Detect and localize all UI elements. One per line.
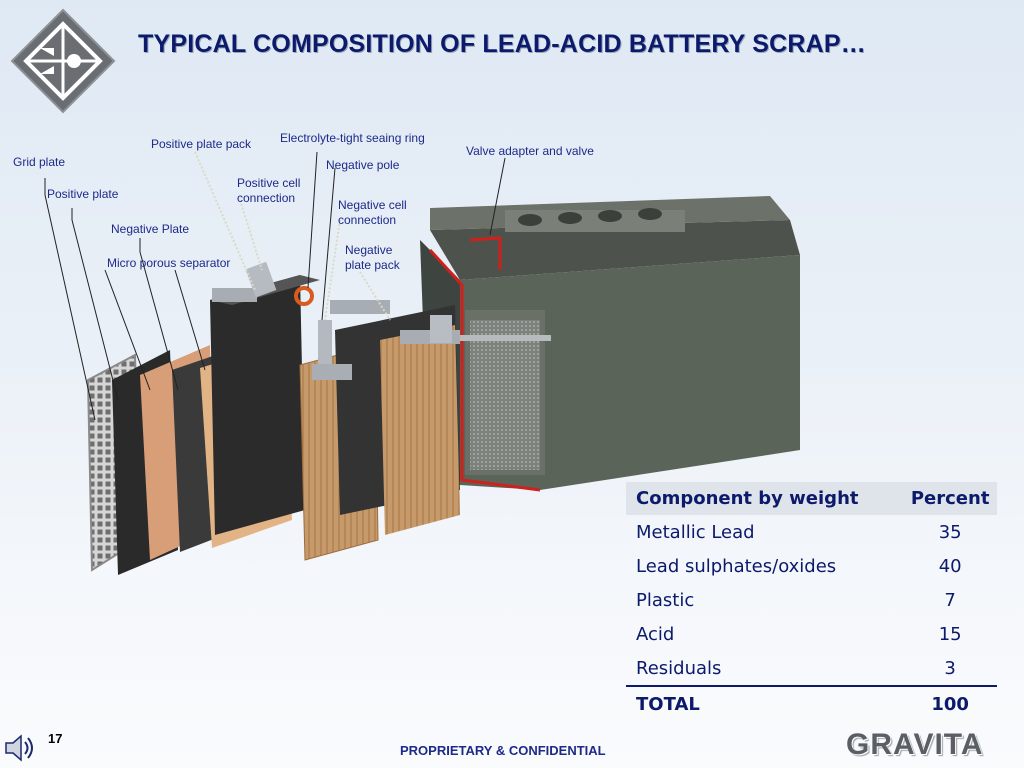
- cell-percent: 7: [944, 589, 956, 611]
- cell-component: Residuals: [636, 657, 722, 679]
- total-value: 100: [903, 685, 997, 721]
- footer-confidential: PROPRIETARY & CONFIDENTIAL: [400, 743, 606, 758]
- label-valve: Valve adapter and valve: [466, 144, 594, 158]
- cell-percent: 15: [938, 623, 962, 645]
- label-negative-plate: Negative Plate: [111, 222, 190, 236]
- table-row: Metallic Lead 35: [626, 515, 997, 549]
- cell-percent: 3: [944, 657, 956, 679]
- label-positive-cell-connection: Positive cell connection: [237, 176, 301, 205]
- cell-percent: 40: [938, 555, 962, 577]
- slide-title: TYPICAL COMPOSITION OF LEAD-ACID BATTERY…: [138, 30, 866, 58]
- cell-component: Plastic: [636, 589, 695, 611]
- speaker-icon[interactable]: [3, 732, 37, 764]
- page-number: 17: [48, 731, 63, 746]
- table-row: Acid 15: [626, 617, 997, 651]
- label-negative-pole: Negative pole: [326, 158, 400, 172]
- cell-component: Lead sulphates/oxides: [636, 555, 837, 577]
- label-electrolyte-ring: Electrolyte-tight seaing ring: [280, 131, 425, 145]
- brand-logo-text: GRAVITA: [846, 728, 984, 761]
- cell-component: Acid: [636, 623, 675, 645]
- battery-case: [420, 196, 800, 492]
- label-separator: Micro porous separator: [107, 256, 231, 270]
- table-total-row: TOTAL 100: [626, 685, 997, 721]
- composition-table: Component by weight Percent Metallic Lea…: [626, 482, 997, 721]
- company-logo-icon: [10, 8, 116, 114]
- table-row: Plastic 7: [626, 583, 997, 617]
- table-row: Residuals 3: [626, 651, 997, 686]
- label-positive-plate-pack: Positive plate pack: [151, 137, 252, 151]
- label-negative-cell-connection: Negative cell connection: [338, 198, 407, 227]
- label-positive-plate: Positive plate: [47, 187, 119, 201]
- label-grid-plate: Grid plate: [13, 155, 66, 169]
- cell-percent: 35: [938, 521, 962, 543]
- table-row: Lead sulphates/oxides 40: [626, 549, 997, 583]
- label-negative-plate-pack: Negative plate pack: [345, 243, 400, 272]
- battery-exploded-diagram: [44, 151, 800, 575]
- header-percent: Percent: [903, 482, 997, 515]
- sealing-ring-shape: [294, 286, 314, 306]
- header-component: Component by weight: [626, 482, 904, 515]
- total-label: TOTAL: [626, 685, 904, 721]
- table-header-row: Component by weight Percent: [626, 482, 997, 515]
- positive-plate-pack-shape: [210, 275, 305, 535]
- cell-component: Metallic Lead: [636, 521, 755, 543]
